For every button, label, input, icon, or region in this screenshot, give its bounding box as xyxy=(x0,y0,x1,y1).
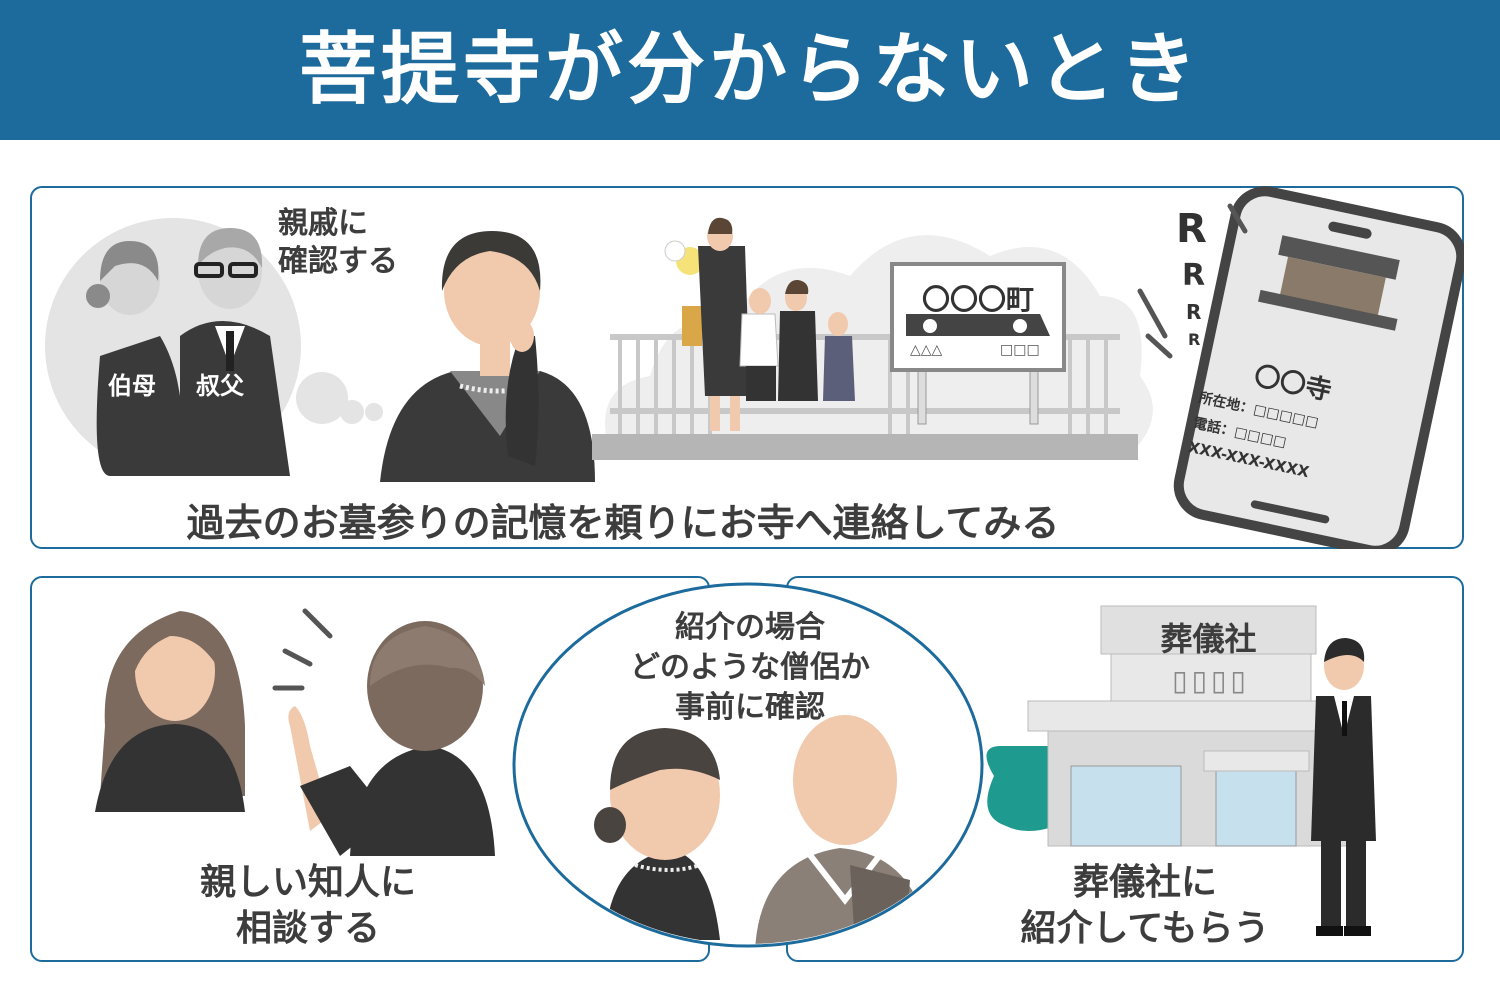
family-figure xyxy=(664,217,855,431)
funeral-home-sign: 葬儀社 xyxy=(1160,620,1257,658)
woman-listening-figure xyxy=(95,611,245,812)
tree xyxy=(986,746,1056,831)
caption-bottom-left: 親しい知人に 相談する xyxy=(30,860,586,952)
station-sign-text: 〇〇〇町 xyxy=(922,283,1035,316)
woman-thinking-figure xyxy=(380,231,595,482)
phone-tel-label: 電話： xyxy=(1191,415,1237,440)
center-bubble-line3: 事前に確認 xyxy=(675,690,825,725)
friend-talking-figure xyxy=(288,621,495,856)
woman-profile-figure xyxy=(594,728,720,940)
funeral-home-marks: ▯▯▯▯ xyxy=(1172,664,1250,697)
caption-bottom-right-line2: 紹介してもらう xyxy=(1020,908,1270,949)
aunt-figure xyxy=(86,241,183,476)
station-sign-left: △△△ xyxy=(910,342,943,358)
staff-figure xyxy=(1311,638,1376,936)
funeral-home-building xyxy=(1027,605,1359,847)
speech-lines xyxy=(272,608,333,691)
center-bubble xyxy=(512,582,984,948)
caption-bottom-left-line1: 親しい知人に xyxy=(199,862,416,903)
caption-bottom-left-line2: 相談する xyxy=(235,908,380,949)
platform xyxy=(592,434,1138,460)
thought-text: 親戚に 確認する xyxy=(278,206,398,279)
phone-tel-value: □□□□ xyxy=(1232,424,1288,451)
aunt-label: 伯母 xyxy=(108,372,156,400)
ring-text-3: R xyxy=(1186,300,1202,324)
phone-address-label: 所在地： xyxy=(1197,389,1256,418)
station-sign-right: □□□ xyxy=(1000,342,1040,358)
illustration-bottom-left xyxy=(95,608,495,856)
uncle-label: 叔父 xyxy=(196,372,244,400)
page-title: 菩提寺が分からないとき xyxy=(298,25,1201,115)
caption-bottom-right: 葬儀社に 紹介してもらう xyxy=(1000,860,1290,952)
center-bubble-line2: どのような僧侶か xyxy=(630,650,870,685)
smartphone xyxy=(1173,186,1464,549)
center-bubble-line1: 紹介の場合 xyxy=(675,610,825,645)
header-banner: 菩提寺が分からないとき xyxy=(0,0,1500,140)
ring-text-4: R xyxy=(1188,330,1201,349)
ring-text-1: R xyxy=(1176,206,1207,252)
caption-bottom-right-line1: 葬儀社に xyxy=(1072,862,1217,903)
ring-text-2: R xyxy=(1182,258,1206,293)
illustration-bottom-right xyxy=(986,605,1376,936)
center-bubble-text: 紹介の場合 どのような僧侶か 事前に確認 xyxy=(560,608,940,728)
illustration-top xyxy=(45,186,1464,549)
uncle-figure xyxy=(180,228,290,476)
ring-lines xyxy=(1137,203,1248,359)
station-sign xyxy=(890,262,1066,425)
caption-top: 過去のお墓参りの記憶を頼りにお寺へ連絡してみる xyxy=(186,501,1060,545)
